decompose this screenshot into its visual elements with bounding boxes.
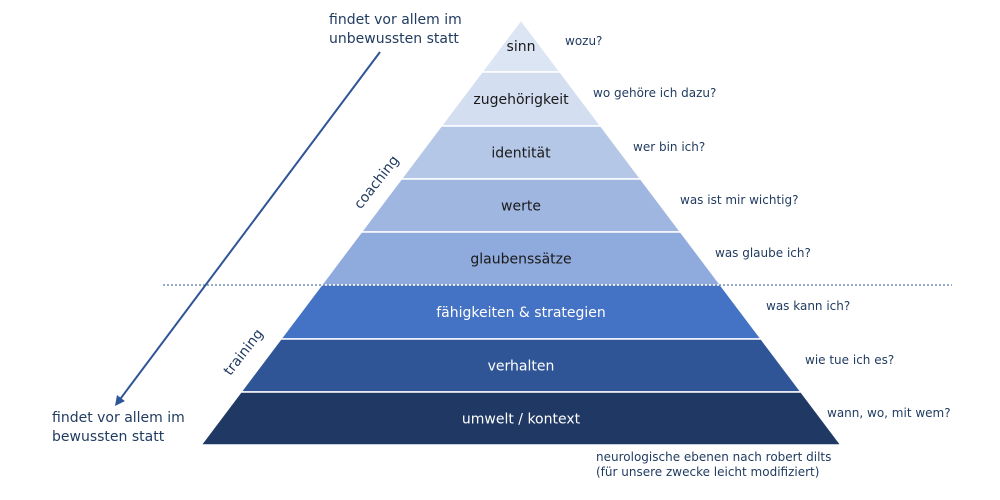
- awareness-arrow: [115, 51, 381, 407]
- level-label-2: zugehörigkeit: [473, 92, 569, 108]
- level-label-5: glaubenssätze: [470, 252, 571, 268]
- level-question-7: wie tue ich es?: [805, 353, 894, 367]
- level-label-8: umwelt / kontext: [462, 412, 581, 428]
- pyramid-level-8: [199, 391, 843, 446]
- level-question-3: wer bin ich?: [633, 140, 705, 154]
- level-question-2: wo gehöre ich dazu?: [593, 86, 716, 100]
- level-label-4: werte: [501, 199, 541, 215]
- pyramid-levels: sinn wozu? zugehörigkeit wo gehöre ich dazu…: [199, 18, 951, 446]
- level-label-1: sinn: [507, 39, 536, 55]
- note-unconscious-line1: findet vor allem im: [329, 12, 462, 28]
- note-conscious-line1: findet vor allem im: [52, 410, 185, 426]
- level-label-6: fähigkeiten & strategien: [436, 305, 606, 321]
- level-question-6: was kann ich?: [766, 299, 850, 313]
- level-question-5: was glaube ich?: [715, 246, 811, 260]
- note-conscious-line2: bewussten statt: [52, 429, 165, 445]
- level-question-4: was ist mir wichtig?: [680, 193, 799, 207]
- note-unconscious-line2: unbewussten statt: [329, 31, 459, 47]
- caption-line2: (für unsere zwecke leicht modifiziert): [596, 465, 819, 479]
- level-question-1: wozu?: [565, 34, 602, 48]
- level-label-3: identität: [491, 146, 551, 162]
- level-question-8: wann, wo, mit wem?: [827, 406, 951, 420]
- level-label-7: verhalten: [488, 359, 555, 375]
- caption-line1: neurologische ebenen nach robert dilts: [596, 450, 831, 464]
